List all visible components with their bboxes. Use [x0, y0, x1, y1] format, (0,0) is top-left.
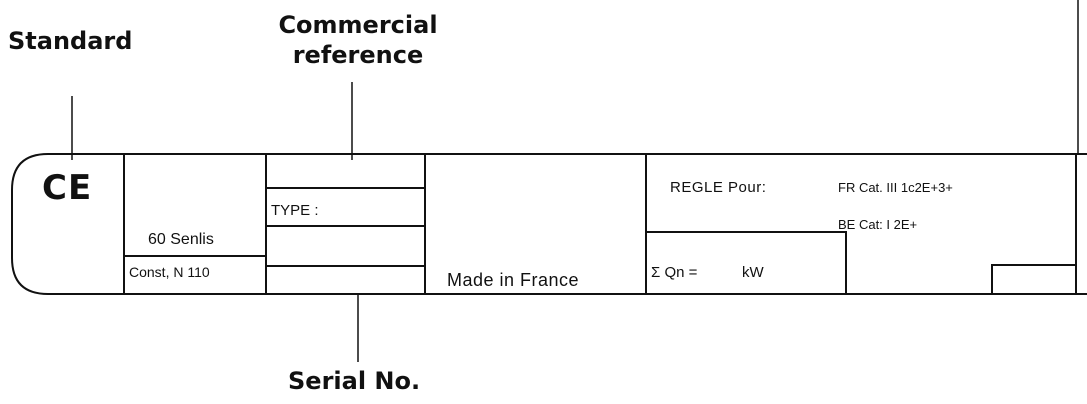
commercial-reference-line2: reference	[292, 41, 424, 69]
made-in-text: Made in France	[447, 270, 580, 290]
serial-no-label: Serial No.	[288, 367, 421, 395]
fr-category-text: FR Cat. III 1c2E+3+	[838, 180, 953, 195]
constructor-text: Const, N 110	[129, 264, 210, 280]
standard-label: Standard	[8, 27, 133, 55]
empty-box	[991, 264, 1076, 294]
plate-outer-border	[11, 153, 1087, 295]
be-category-text: BE Cat: I 2E+	[838, 217, 918, 232]
regle-pour-text: REGLE Pour:	[670, 179, 767, 196]
power-box	[646, 231, 847, 294]
power-text: Σ Qn =	[651, 264, 698, 281]
ce-mark: CE	[42, 168, 93, 208]
commercial-reference-line1: Commercial	[278, 11, 438, 39]
location-text: 60 Senlis	[148, 231, 214, 248]
type-label: TYPE :	[271, 202, 319, 219]
commercial-reference-label: Commercial reference	[268, 10, 448, 70]
power-unit-text: kW	[742, 264, 764, 281]
